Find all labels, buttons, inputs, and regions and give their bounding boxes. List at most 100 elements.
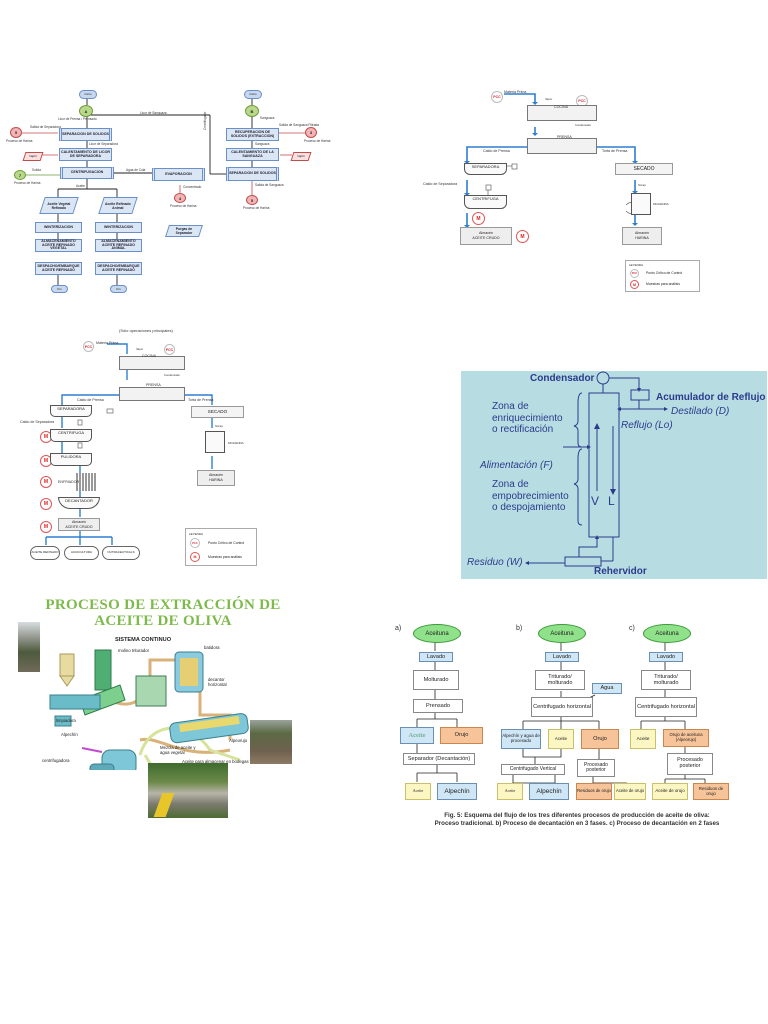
label-sistema-continuo: SISTEMA CONTINUO bbox=[115, 637, 172, 643]
pcc-marker-materia-prima: PCC bbox=[83, 341, 94, 352]
aceite-crudo-word: ACEITE CRUDO bbox=[472, 236, 500, 240]
label-concentrado: Concentrado bbox=[183, 185, 202, 189]
flow-a-orujo: Orujo bbox=[440, 727, 483, 744]
flow-b-orujo: Orujo bbox=[581, 729, 619, 749]
label-condensado: Condensado bbox=[575, 123, 591, 127]
flow-c-procesado: Procesado posterior bbox=[667, 753, 713, 775]
label-licor-separadora: Licor de Separadora bbox=[89, 142, 118, 146]
flow-a-aceite: Aceite bbox=[400, 727, 434, 744]
label-cocina: COCINA bbox=[554, 105, 568, 109]
label-mezcla: Mezcla de aceite y agua vegetal bbox=[160, 745, 196, 755]
label-rehervidor: Rehervidor bbox=[594, 566, 647, 577]
almacen-word: Almacén bbox=[479, 231, 493, 236]
flow-c-lavado: Lavado bbox=[649, 652, 683, 662]
legend-m-label: Muestras para análisis bbox=[208, 555, 242, 559]
label-alpechin: Alpechín bbox=[61, 732, 78, 737]
label-aceite: Aceite bbox=[76, 184, 85, 188]
figure-6-caption: Fig. 5: Esquema del flujo de los tres di… bbox=[412, 812, 742, 829]
flow-b-triturado: Triturado/ molturado bbox=[535, 670, 585, 690]
label-caldo-separadora: Caldo de Separadora bbox=[20, 420, 55, 424]
almacen-word: Almacén bbox=[72, 519, 86, 524]
box-despacho-1: DESPACHO/EMBARQUE ACEITE REFINADO bbox=[35, 262, 82, 275]
text-aceite-vegetal: Aceite Vegetal Refinado bbox=[47, 201, 71, 210]
pcc-marker-materia-prima: PCC bbox=[491, 91, 503, 103]
label-solida: Solida bbox=[32, 168, 41, 172]
circle-4: 4 bbox=[174, 193, 186, 203]
label-scrap: Scrap bbox=[215, 424, 223, 428]
flow-b-aceite-out: Aceite bbox=[497, 783, 523, 800]
label-proceso-harina-5: Proceso de Harina bbox=[243, 206, 270, 210]
flow-a-aceituna: Aceituna bbox=[413, 624, 461, 643]
legend-pcc-icon: PCC bbox=[630, 269, 639, 278]
connector-b: B bbox=[245, 105, 259, 117]
circle-5-right: 5 bbox=[246, 195, 258, 205]
aceite-crudo-word: ACEITE CRUDO bbox=[65, 524, 93, 529]
circle-3: 3 bbox=[305, 127, 317, 138]
label-salida-sanguaza-2: Salida de Sanguaza bbox=[255, 183, 284, 187]
centrifuga-unit: CENTRIFUGA bbox=[464, 195, 507, 209]
caption-line-1: Fig. 5: Esquema del flujo de los tres di… bbox=[444, 812, 710, 819]
flow-c-tag: c) bbox=[629, 625, 635, 632]
prensa-screw-conveyor bbox=[527, 138, 597, 154]
box-separacion-solidos-2: SEPARACION DE SOLIDOS bbox=[226, 167, 279, 181]
box-separacion-solidos: SEPARACION DE SOLIDOS bbox=[59, 128, 112, 141]
zona-enr-line-2: enriquecimiento bbox=[492, 412, 563, 424]
photo-olive-field bbox=[18, 622, 40, 672]
legend-box: LEYENDA PCC Punto Crítico de Control M M… bbox=[185, 528, 257, 566]
legend-box: LEYENDA PCC Punto Crítico de Control M M… bbox=[625, 260, 700, 292]
m-marker-centrifuga: M bbox=[472, 212, 485, 225]
label-proceso-harina-1: Proceso de Harina bbox=[6, 139, 33, 143]
secado-unit: SECADO bbox=[615, 163, 673, 175]
box-almacenamiento-1: ALMACENAMIENTO ACEITE REFINADO VEGETAL bbox=[35, 239, 82, 252]
output-acuicultura: ACUICULTURA bbox=[64, 546, 99, 560]
label-scrap: Scrap bbox=[638, 183, 646, 187]
flow-b-aceituna: Aceituna bbox=[538, 624, 586, 643]
label-prensa: PRENSA bbox=[146, 383, 161, 387]
secado-unit: SECADO bbox=[191, 406, 244, 418]
label-alpeorujo: Alpeorujo bbox=[229, 738, 248, 743]
label-torta-prensa: Torta de Prensa bbox=[188, 398, 214, 402]
label-reflujo: Reflujo (Lo) bbox=[621, 420, 673, 431]
figure-4-distillation-column: Condensador Acumulador de Reflujo Destil… bbox=[461, 371, 767, 579]
separadora-unit: SEPARADORA bbox=[464, 163, 507, 175]
flow-c-residuos: Residuos de orujo bbox=[693, 783, 729, 800]
legend-pcc-icon: PCC bbox=[190, 538, 200, 548]
label-destilado: Destilado (D) bbox=[671, 406, 730, 417]
flow-a-separador: Separador (Decantación) bbox=[403, 753, 475, 765]
harina-word: HARINA bbox=[209, 478, 223, 482]
label-condensado: Condensado bbox=[164, 373, 180, 377]
label-vapor: Vapor bbox=[545, 97, 553, 101]
prensa-screw-conveyor bbox=[119, 387, 185, 401]
label-proceso-harina-2: Proceso de Harina bbox=[14, 181, 41, 185]
pulidora-unit: PULIDORA bbox=[50, 453, 92, 466]
zona-enr-line-1: Zona de bbox=[492, 401, 529, 412]
flow-a-lavado: Lavado bbox=[419, 652, 453, 662]
flow-b-procesado: Procesado posterior bbox=[577, 759, 615, 777]
label-licor-prensa: Licor de Prensa / Prensado bbox=[58, 117, 97, 121]
connector-a: A bbox=[79, 105, 93, 117]
parallelogram-aceite-animal: Aceite Refinado Animal bbox=[98, 197, 138, 214]
flow-b-tag: b) bbox=[516, 625, 523, 632]
end-terminal-1: Fin bbox=[51, 285, 68, 293]
flow-c-triturado: Triturado/ molturado bbox=[641, 670, 691, 690]
label-salida-separadora: Salida de Separadora bbox=[30, 125, 61, 129]
label-sanguaza: Sanguaza bbox=[260, 116, 275, 120]
photo-alpeorujo bbox=[250, 720, 292, 764]
title-line-2: ACEITE DE OLIVA bbox=[94, 612, 232, 629]
box-centrifugacion: CENTRIFUGACION bbox=[60, 167, 114, 179]
circle-5-left: 5 bbox=[10, 127, 22, 138]
box-winterizacion-2: WINTERIZACION bbox=[95, 222, 142, 233]
box-recuperacion-solidos: RECUPERACION DE SOLIDOS (EXTRACCION) bbox=[226, 128, 279, 141]
label-prensa: PRENSA bbox=[557, 135, 572, 139]
label-cocina: COCINA bbox=[142, 354, 156, 358]
legend-title: LEYENDA bbox=[189, 532, 204, 536]
label-molienda: MOLIENDA bbox=[653, 202, 669, 206]
oil-stream bbox=[153, 793, 175, 817]
almacen-word: Almacén bbox=[635, 231, 649, 236]
